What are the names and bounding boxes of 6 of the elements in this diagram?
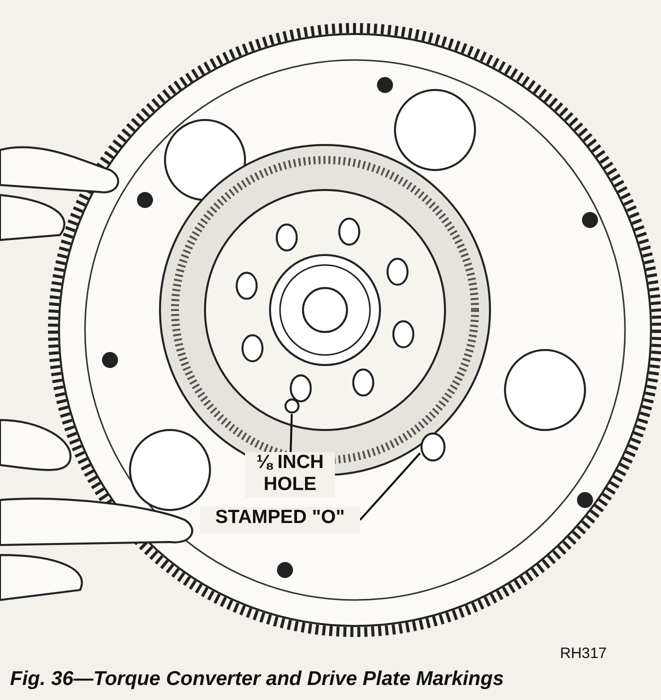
figure-caption: Fig. 36—Torque Converter and Drive Plate Markings xyxy=(10,668,504,691)
figure-code: RH317 xyxy=(560,645,607,662)
leader-line xyxy=(359,452,421,521)
leader-line xyxy=(290,414,293,452)
callout-label: ⅛ INCH HOLE xyxy=(245,452,335,498)
callout-label: STAMPED "O" xyxy=(200,507,360,533)
